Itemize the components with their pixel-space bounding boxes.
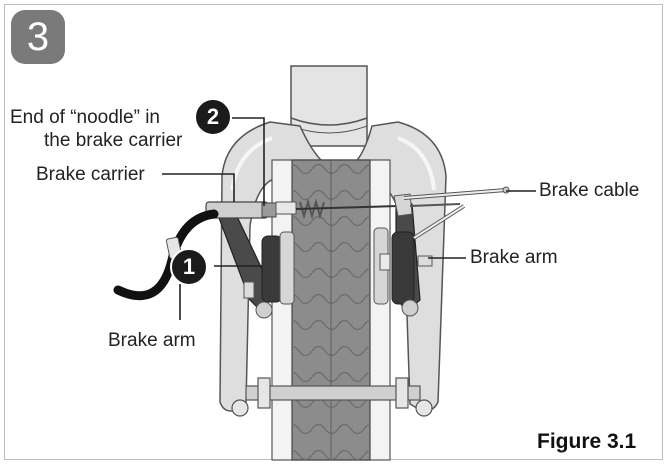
- label-noodle-end-line1: End of “noodle” in: [10, 107, 160, 129]
- label-brake-carrier: Brake carrier: [36, 164, 145, 186]
- callout-1: 1: [170, 248, 208, 286]
- label-noodle-end-line2: the brake carrier: [44, 130, 182, 152]
- label-brake-arm-left: Brake arm: [108, 330, 196, 352]
- callout-2: 2: [194, 98, 232, 136]
- figure-caption: Figure 3.1: [537, 430, 636, 454]
- label-brake-arm-right: Brake arm: [470, 247, 558, 269]
- label-brake-cable: Brake cable: [539, 180, 639, 202]
- step-number-badge: 3: [11, 10, 65, 64]
